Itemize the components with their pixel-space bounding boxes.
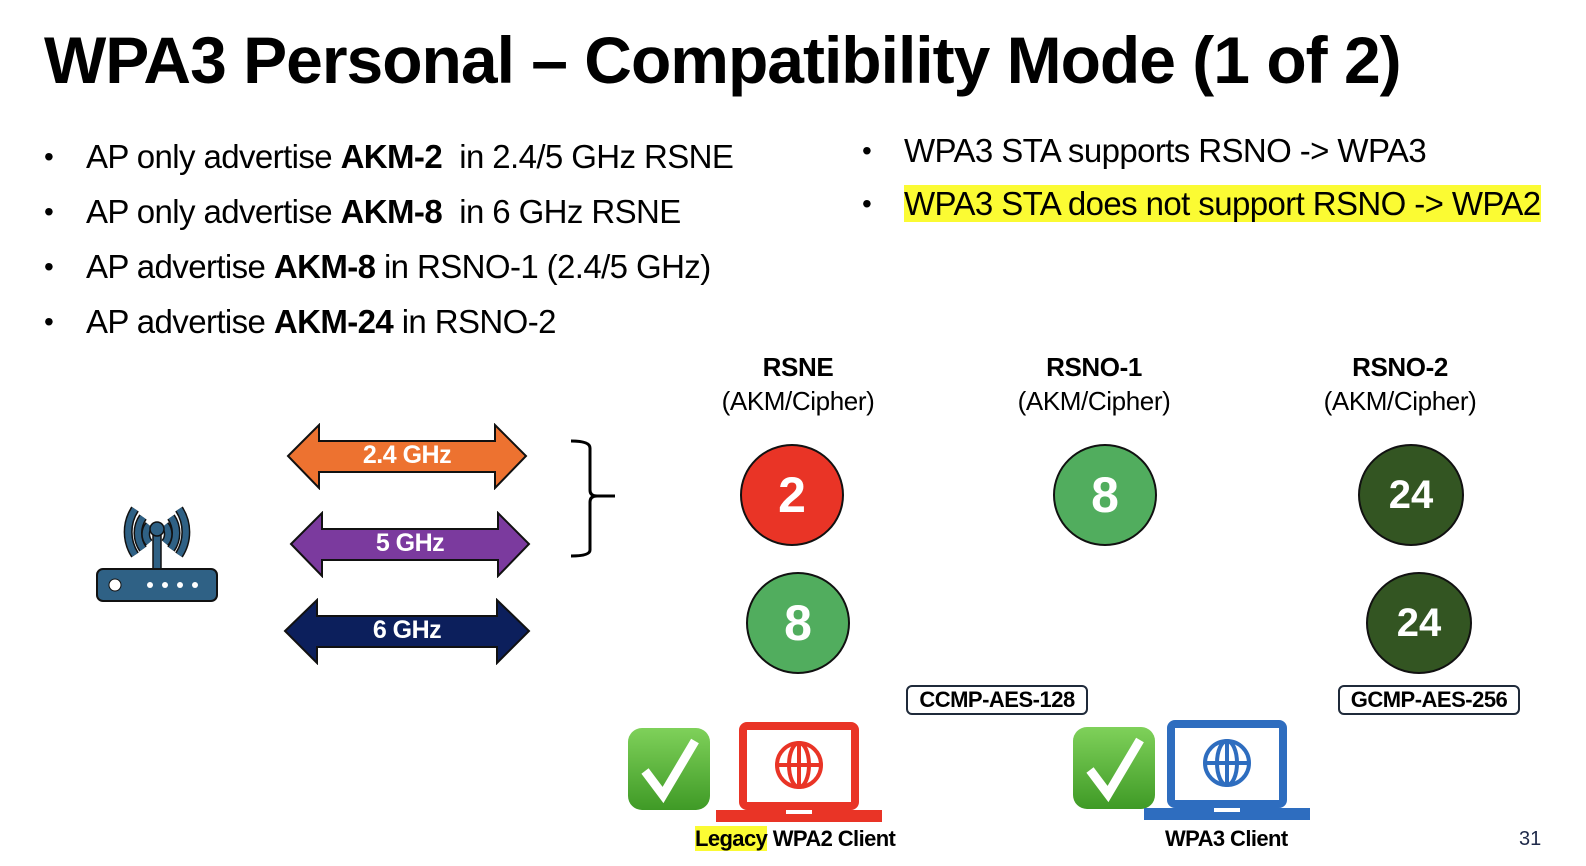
akm-circle-rsne-2-4-5ghz: 2 bbox=[740, 444, 844, 546]
wifi-router-icon bbox=[96, 506, 218, 602]
column-title: RSNO-2 bbox=[1352, 352, 1448, 382]
bullet-text: in RSNO-1 (2.4/5 GHz) bbox=[375, 248, 711, 285]
column-title: RSNO-1 bbox=[1046, 352, 1142, 382]
laptop-globe-icon-wpa3 bbox=[1144, 720, 1310, 820]
bullet-text: AP advertise bbox=[86, 303, 274, 340]
column-header-rsne: RSNE (AKM/Cipher) bbox=[678, 350, 918, 418]
bullet-akm: AKM-2 bbox=[340, 138, 443, 175]
akm-circle-rsno-2-2-4-5ghz: 24 bbox=[1358, 444, 1464, 546]
band-arrow-2-4ghz: 2.4 GHz bbox=[286, 423, 528, 490]
double-arrow-icon bbox=[286, 423, 528, 490]
band-arrow-5ghz: 5 GHz bbox=[289, 511, 531, 578]
laptop-globe-icon-legacy bbox=[716, 722, 882, 822]
bullet-text: AP only advertise bbox=[86, 193, 341, 230]
bullet-akm: AKM-24 bbox=[273, 303, 394, 340]
left-bullet-list: AP only advertise AKM-2 in 2.4/5 GHz RSN… bbox=[44, 135, 734, 355]
bullet-text: AP only advertise bbox=[86, 138, 341, 175]
column-subtitle: (AKM/Cipher) bbox=[1323, 386, 1477, 416]
column-subtitle: (AKM/Cipher) bbox=[721, 386, 875, 416]
akm-circle-rsne-6ghz: 8 bbox=[746, 572, 850, 674]
bullet-akm: AKM-8 bbox=[340, 193, 443, 230]
band-label: 2.4 GHz bbox=[362, 441, 452, 469]
right-bullet-list: WPA3 STA supports RSNO -> WPA3 WPA3 STA … bbox=[862, 129, 1541, 235]
akm-circle-rsno-2-6ghz: 24 bbox=[1366, 572, 1472, 674]
column-header-rsno-2: RSNO-2 (AKM/Cipher) bbox=[1280, 350, 1520, 418]
double-arrow-icon bbox=[289, 511, 531, 578]
bullet-text: in 2.4/5 GHz RSNE bbox=[442, 138, 734, 175]
double-arrow-icon bbox=[283, 598, 531, 665]
bullet-text-highlighted: WPA3 STA does not support RSNO -> WPA2 bbox=[904, 185, 1541, 222]
bullet-text: in 6 GHz RSNE bbox=[442, 193, 681, 230]
cipher-label-rsno-1: CCMP-AES-128 bbox=[906, 685, 1088, 715]
bullet-item: WPA3 STA supports RSNO -> WPA3 bbox=[862, 129, 1541, 182]
bullet-akm: AKM-8 bbox=[273, 248, 376, 285]
check-mark-icon bbox=[1073, 727, 1155, 809]
client-label-legacy-wpa2: Legacy WPA2 Client bbox=[695, 826, 896, 852]
bullet-item: AP only advertise AKM-2 in 2.4/5 GHz RSN… bbox=[44, 135, 734, 190]
bullet-text: in RSNO-2 bbox=[393, 303, 557, 340]
bullet-item: AP advertise AKM-8 in RSNO-1 (2.4/5 GHz) bbox=[44, 245, 733, 300]
cipher-label-rsno-2: GCMP-AES-256 bbox=[1338, 685, 1520, 715]
bullet-item-highlighted: WPA3 STA does not support RSNO -> WPA2 bbox=[862, 182, 1541, 235]
column-header-rsno-1: RSNO-1 (AKM/Cipher) bbox=[974, 350, 1214, 418]
band-arrow-6ghz: 6 GHz bbox=[283, 598, 531, 665]
slide-title: WPA3 Personal – Compatibility Mode (1 of… bbox=[44, 23, 1402, 97]
band-label: 5 GHz bbox=[375, 529, 445, 557]
bullet-item: AP advertise AKM-24 in RSNO-2 bbox=[44, 300, 733, 355]
bullet-item: AP only advertise AKM-8 in 6 GHz RSNE bbox=[44, 190, 733, 245]
akm-circle-rsno-1: 8 bbox=[1053, 444, 1157, 546]
client-label-highlight: Legacy bbox=[695, 826, 768, 851]
client-label-wpa3: WPA3 Client bbox=[1165, 826, 1288, 851]
client-label-text: WPA2 Client bbox=[767, 826, 896, 851]
column-title: RSNE bbox=[762, 352, 834, 382]
bullet-text: AP advertise bbox=[86, 248, 274, 285]
column-subtitle: (AKM/Cipher) bbox=[1017, 386, 1171, 416]
band-label: 6 GHz bbox=[372, 616, 442, 644]
check-mark-icon bbox=[628, 728, 710, 810]
curly-brace-icon bbox=[570, 439, 615, 558]
bullet-text: WPA3 STA supports RSNO -> WPA3 bbox=[904, 132, 1427, 169]
page-number: 31 bbox=[1519, 828, 1542, 850]
